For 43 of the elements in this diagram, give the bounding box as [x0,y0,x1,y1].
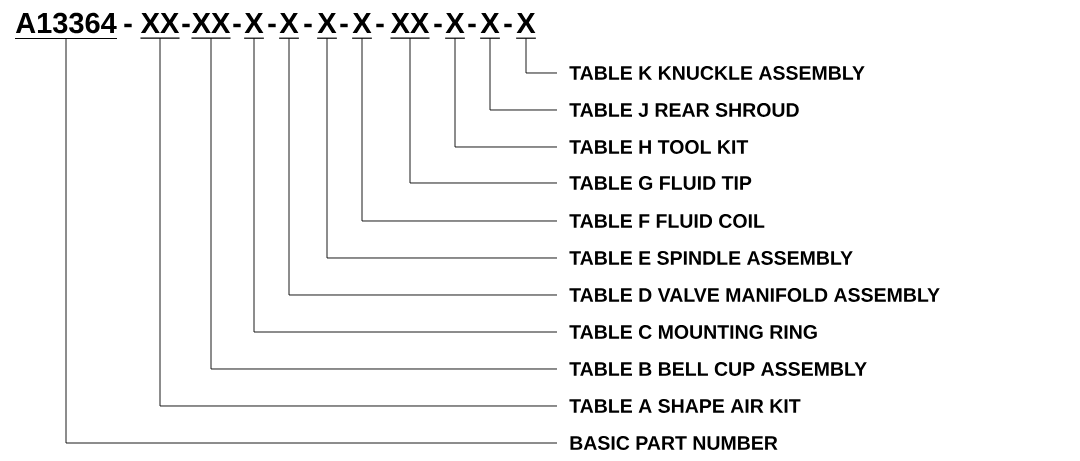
separator-dash: - [233,23,241,28]
separator-dash: - [268,23,276,28]
part-number-segment: X [444,13,466,39]
table-label: TABLE D VALVE MANIFOLD ASSEMBLY [569,288,940,302]
leader-line [489,37,558,111]
leader-line [288,37,558,296]
separator-dash: - [340,23,348,28]
table-label: TABLE H TOOL KIT [569,140,749,154]
table-label: TABLE K KNUCKLE ASSEMBLY [569,66,865,80]
table-label: TABLE J REAR SHROUD [569,103,799,117]
separator-dash: - [304,23,312,28]
separator-dash: - [182,23,190,28]
part-number-segment: X [316,13,338,39]
part-number-segment: XX [139,13,181,39]
table-label: TABLE C MOUNTING RING [569,325,817,339]
part-number-segment: X [243,13,265,39]
leader-line [525,37,558,74]
separator-dash: - [376,23,384,28]
part-number-segment: A13364 [14,12,118,40]
leader-line [253,37,558,333]
separator-dash: - [468,23,476,28]
table-label: TABLE E SPINDLE ASSEMBLY [569,251,853,265]
part-number-segment: XX [190,13,232,39]
separator-dash: - [434,23,442,28]
part-number-segment: X [351,13,373,39]
table-label: TABLE F FLUID COIL [569,214,765,228]
leader-line [210,37,558,370]
table-label: TABLE A SHAPE AIR KIT [569,399,801,413]
leader-line [65,38,558,444]
leader-line [326,37,558,259]
table-label: BASIC PART NUMBER [570,436,778,450]
leader-line [454,37,558,148]
part-number-segment: X [515,13,537,39]
leader-line [159,37,558,407]
table-label: TABLE G FLUID TIP [569,176,752,190]
part-number-segment: X [278,13,300,39]
separator-dash: - [124,23,132,28]
part-number-segment: X [479,13,501,39]
leader-line [361,37,558,222]
separator-dash: - [504,23,512,28]
leader-line [409,37,558,184]
table-label: TABLE B BELL CUP ASSEMBLY [569,362,867,376]
part-number-segment: XX [389,13,431,39]
